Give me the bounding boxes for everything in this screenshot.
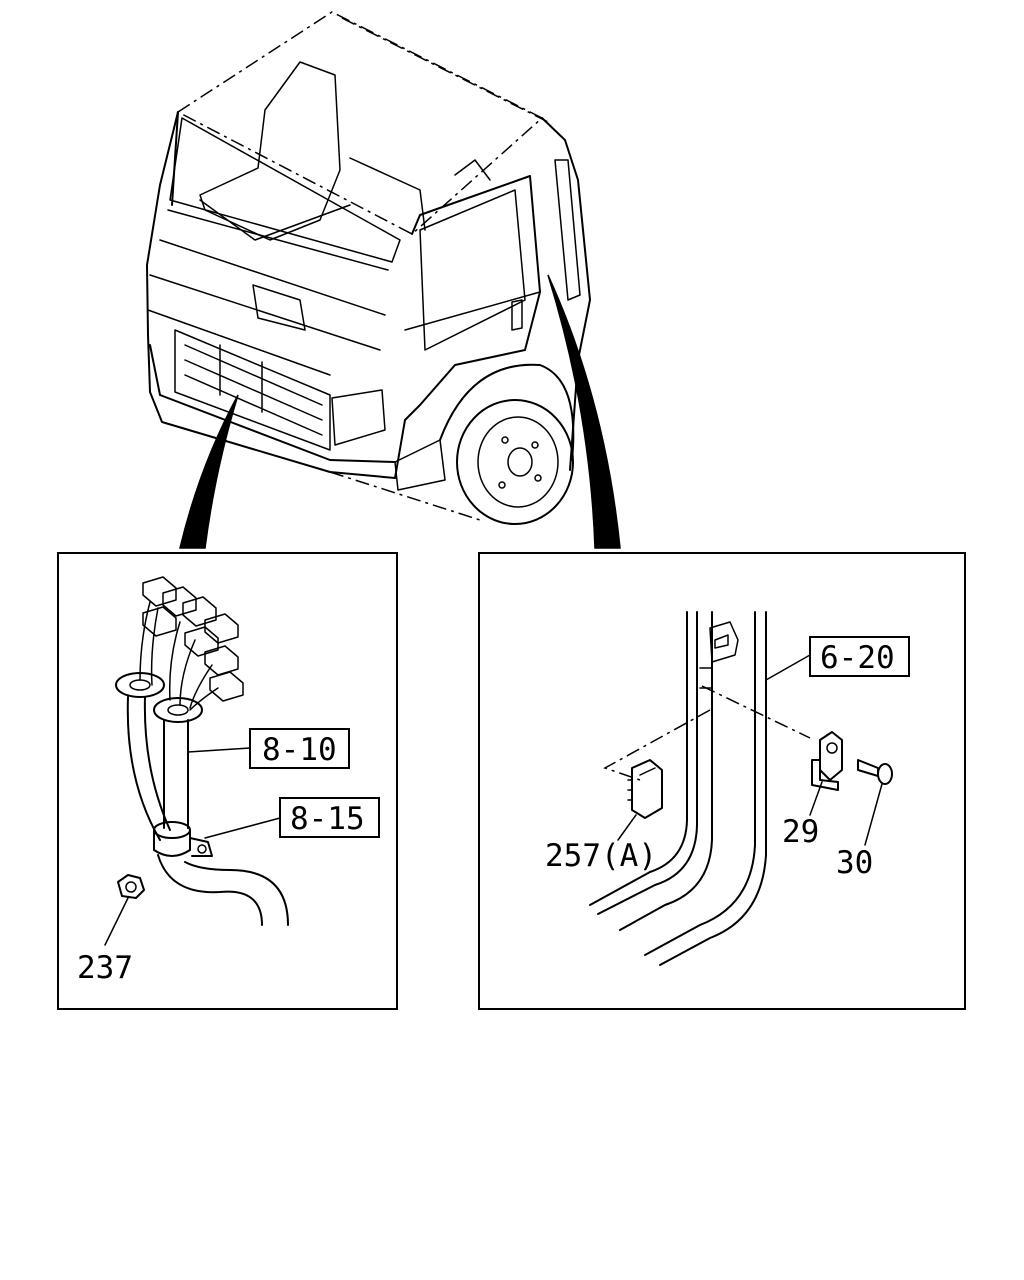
part-number-29: 29 [782,814,819,850]
callout-pointer-left [179,394,239,549]
connector-block [139,576,244,711]
ref-box-8-15 [279,797,380,838]
truck-cab-illustration [146,11,591,525]
part-number-30: 30 [836,845,873,881]
part-number-237: 237 [77,950,133,986]
part-number-257A: 257(A) [545,838,657,874]
left-detail-panel: 8-10 8-15 237 [57,552,398,1010]
ref-box-8-10 [249,728,350,769]
ref-label-6-20: 6-20 [820,640,895,676]
ref-label-8-10: 8-10 [262,732,337,768]
right-detail-panel: 6-20 257(A) 29 30 [478,552,966,1010]
callout-pointer-right [547,274,621,549]
ref-label-8-15: 8-15 [290,801,365,837]
ref-box-6-20 [809,636,910,677]
